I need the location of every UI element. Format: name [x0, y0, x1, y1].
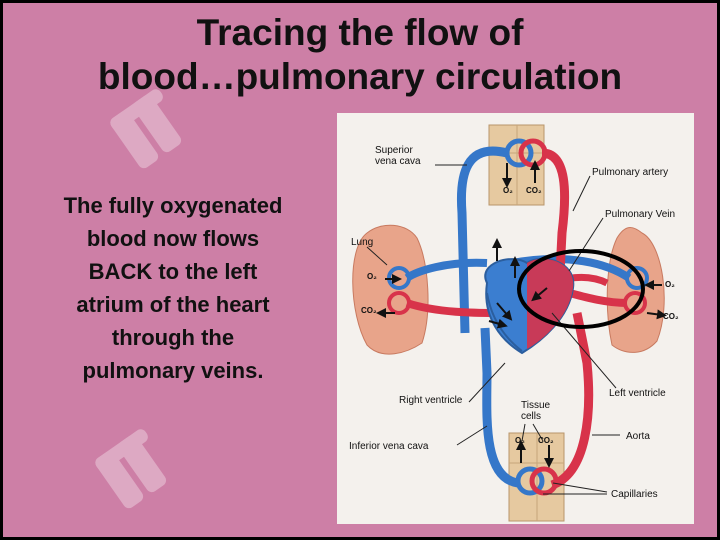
label-o2-right: O₂: [665, 280, 675, 289]
circulation-diagram: Superior vena cava Pulmonary artery Pulm…: [337, 113, 694, 524]
label-pulmonary-artery: Pulmonary artery: [592, 167, 669, 178]
label-left-ventricle: Left ventricle: [609, 388, 666, 399]
label-o2-left: O₂: [367, 272, 377, 281]
right-lung: [606, 227, 665, 353]
label-aorta: Aorta: [626, 431, 650, 442]
body-line-6: pulmonary veins.: [82, 358, 264, 383]
label-co2-left: CO₂: [361, 306, 377, 315]
title-line-1: Tracing the flow of: [196, 12, 524, 53]
label-inferior-vena-cava: Inferior vena cava: [349, 441, 429, 452]
body-line-2: blood now flows: [86, 226, 260, 251]
body-line-5: through the: [111, 325, 235, 350]
label-lung: Lung: [351, 237, 374, 248]
label-right-ventricle: Right ventricle: [399, 395, 463, 406]
body-line-4: atrium of the heart: [76, 292, 270, 317]
label-co2-right: CO₂: [663, 312, 679, 321]
body-line-3: BACK to the left: [88, 259, 258, 284]
circulation-illustration: [352, 124, 667, 522]
left-lung: [352, 224, 429, 355]
label-superior-vena-cava: Superior vena cava: [375, 145, 421, 167]
title-line-2: blood…pulmonary circulation: [97, 56, 623, 97]
watermark-logo: [95, 429, 167, 509]
watermark-logo: [110, 89, 182, 169]
label-tissue-cells: Tissue cells: [521, 400, 551, 422]
label-co2-top: CO₂: [526, 186, 542, 195]
slide-title: Tracing the flow of blood…pulmonary circ…: [3, 11, 717, 99]
label-pulmonary-vein: Pulmonary Vein: [605, 209, 676, 220]
body-line-1: The fully oxygenated: [63, 193, 283, 218]
body-text: The fully oxygenated blood now flows BAC…: [25, 189, 321, 387]
label-capillaries: Capillaries: [611, 489, 658, 500]
label-o2-bottom: O₂: [515, 436, 525, 445]
label-co2-bottom: CO₂: [538, 436, 554, 445]
label-o2-top: O₂: [503, 186, 513, 195]
slide: Tracing the flow of blood…pulmonary circ…: [3, 3, 717, 537]
pulmonary-vein-highlight: [517, 249, 645, 329]
